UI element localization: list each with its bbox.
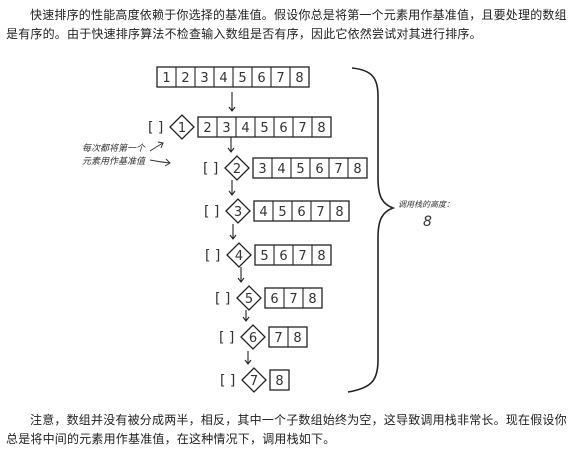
down-arrowhead-icon [229,234,237,240]
pivot-value: 6 [249,331,257,346]
array-cell-value: 6 [270,292,278,307]
array-cell-value: 5 [278,205,286,220]
down-arrowhead-icon [242,316,250,322]
annotation-line-1: 每次都将第一个 [82,143,146,154]
annotation-line-2: 元素用作基准值 [82,156,147,167]
right-sub-array-outline [253,200,350,222]
array-cell-value: 5 [260,249,268,264]
array-cell-value: 6 [297,205,305,220]
call-stack-height: 调用栈的高度： 8 [398,200,454,230]
empty-left-array: [ ] [215,291,230,307]
array-cell-value: 7 [289,292,297,307]
array-cell-value: 4 [219,71,227,86]
call-stack-brace [347,67,396,393]
right-sub-array-outline [269,369,290,391]
pivot-annotation: 每次都将第一个 元素用作基准值 [82,141,171,167]
right-sub-array-outline [197,116,332,138]
array-cell-value: 5 [260,121,268,136]
pivot-value: 3 [234,205,242,220]
array-cell-value: 3 [258,162,266,177]
pivot-diamond [241,367,267,393]
array-cell-value: 7 [298,249,306,264]
array-cell-value: 8 [308,292,316,307]
down-arrowhead-icon [227,147,235,153]
annotation-arrow-icon [149,142,164,152]
array-cell-value: 8 [293,331,301,346]
array-cell-value: 8 [353,162,361,177]
empty-left-array: [ ] [205,248,220,264]
pivot-diamond [226,242,252,268]
empty-left-array: [ ] [204,204,219,220]
right-sub-array-outline [264,287,323,309]
array-cell-value: 6 [257,71,265,86]
array-cell-value: 4 [241,121,249,136]
array-cell-value: 8 [317,121,325,136]
pivot-diamond [240,324,266,350]
array-cell-value: 6 [315,162,323,177]
array-cell-value: 1 [162,71,170,86]
pivot-diamond [224,155,250,181]
stack-height-label: 调用栈的高度： [398,200,454,209]
array-cell-value: 7 [334,162,342,177]
array-cell-value: 8 [335,205,343,220]
array-cell-value: 2 [181,71,189,86]
pivot-value: 2 [233,162,241,177]
array-cell-value: 6 [279,121,287,136]
array-cell-value: 4 [277,162,285,177]
empty-left-array: [ ] [203,161,218,177]
empty-left-array: [ ] [148,120,163,136]
array-cell-value: 4 [259,205,267,220]
down-arrowhead-icon [237,277,245,283]
array-cell-value: 7 [298,121,306,136]
pivot-value: 5 [245,292,253,307]
array-cell-value: 6 [279,249,287,264]
pivot-value: 1 [178,121,186,136]
pivot-diamond [169,114,195,140]
array-cell-value: 3 [200,71,208,86]
pivot-diamond [225,198,251,224]
array-cell-value: 8 [275,374,283,389]
intro-paragraph: 快速排序的性能高度依赖于你选择的基准值。假设你总是将第一个元素用作基准值，且要处… [6,8,567,41]
empty-left-array: [ ] [219,330,234,346]
annotation-arrowhead2-icon [164,158,171,167]
down-arrowhead-icon [228,106,236,112]
array-cell-value: 8 [295,71,303,86]
array-cell-value: 5 [296,162,304,177]
array-cell-value: 5 [238,71,246,86]
empty-left-array: [ ] [220,373,235,389]
recursion-step: [ ] 7 8 [220,351,290,393]
annotation-arrowhead-icon [157,141,164,149]
closing-paragraph: 注意，数组并没有被分成两半，相反，其中一个子数组始终为空，这导致调用栈非常长。现… [6,413,567,446]
annotation-arrow2-icon [149,159,171,164]
down-arrowhead-icon [244,359,252,365]
down-arrowhead-icon [228,190,236,196]
array-cell-value: 2 [203,121,211,136]
pivot-diamond [236,285,262,311]
array-cell-value: 7 [316,205,324,220]
pivot-value: 4 [235,249,243,264]
array-cell-value: 3 [222,121,230,136]
array-cell-value: 8 [317,249,325,264]
stack-height-value: 8 [423,214,432,230]
pivot-value: 7 [250,374,258,389]
right-sub-array: 8 [269,369,290,391]
array-cell-value: 7 [274,331,282,346]
array-cell-value: 7 [276,71,284,86]
